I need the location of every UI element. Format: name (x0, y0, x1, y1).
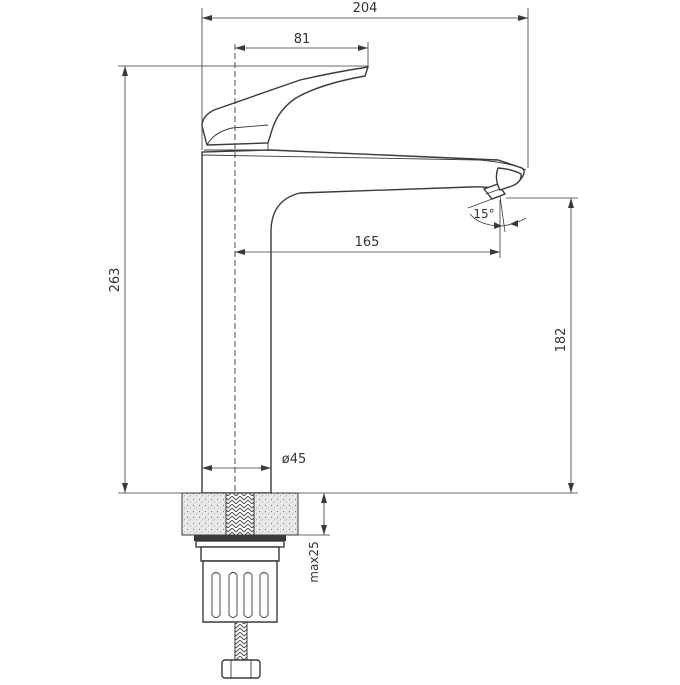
braided-hose-upper (225, 492, 255, 536)
column (201, 149, 525, 494)
arrow (202, 465, 212, 471)
arrow (490, 249, 500, 255)
washer (195, 540, 285, 548)
arrow (568, 198, 574, 208)
arrow (358, 45, 368, 51)
braided-hose-lower (234, 621, 248, 663)
nut-top (200, 546, 280, 562)
arrow (518, 15, 528, 21)
dim-label-diameter: ø45 (282, 452, 307, 467)
dim-label-182: 182 (554, 328, 569, 353)
washer-dark (194, 535, 286, 541)
dimension-total-width: 204 (201, 1, 529, 168)
arrow (202, 15, 212, 21)
countertop-right (253, 492, 299, 536)
dim-label-angle: 15° (473, 207, 494, 221)
arrow (321, 493, 327, 503)
dimension-angle: 15° (467, 195, 527, 233)
lever-base (204, 143, 269, 151)
arrow (235, 249, 245, 255)
dimension-lever-offset: 81 (235, 32, 369, 66)
arrow (122, 66, 128, 76)
dimension-total-height: 263 (108, 65, 368, 494)
dimension-diameter: ø45 (202, 452, 306, 471)
nut-flutes (211, 572, 269, 618)
arrow (235, 45, 245, 51)
dimension-max-countertop: max25 (286, 493, 330, 583)
faucet-body (201, 149, 527, 494)
hose-fitting (221, 659, 261, 679)
mounting-assembly (194, 492, 286, 679)
arrow (321, 525, 327, 535)
dimension-outlet-height: 182 (298, 197, 578, 494)
arrow (494, 222, 502, 229)
spout-top-line (201, 154, 527, 171)
lever-body (201, 66, 370, 146)
arrow (568, 483, 574, 493)
countertop-left (181, 492, 227, 536)
fitting-detail (230, 660, 252, 678)
lever-inner-line (206, 124, 269, 146)
lever-handle (201, 66, 370, 151)
dimension-spout-reach: 165 (235, 200, 501, 258)
dim-label-max25: max25 (307, 541, 321, 582)
angle-line (499, 195, 506, 233)
angle-line (467, 195, 501, 209)
aerator-detail (485, 188, 501, 195)
dim-label-263: 263 (108, 268, 123, 293)
arrow (510, 220, 518, 227)
dim-label-81: 81 (294, 32, 311, 47)
nut-body (202, 560, 278, 623)
arrow (261, 465, 271, 471)
arrow (122, 483, 128, 493)
spout-nose (495, 167, 522, 191)
dim-label-204: 204 (353, 1, 378, 16)
dim-label-165: 165 (355, 235, 380, 250)
